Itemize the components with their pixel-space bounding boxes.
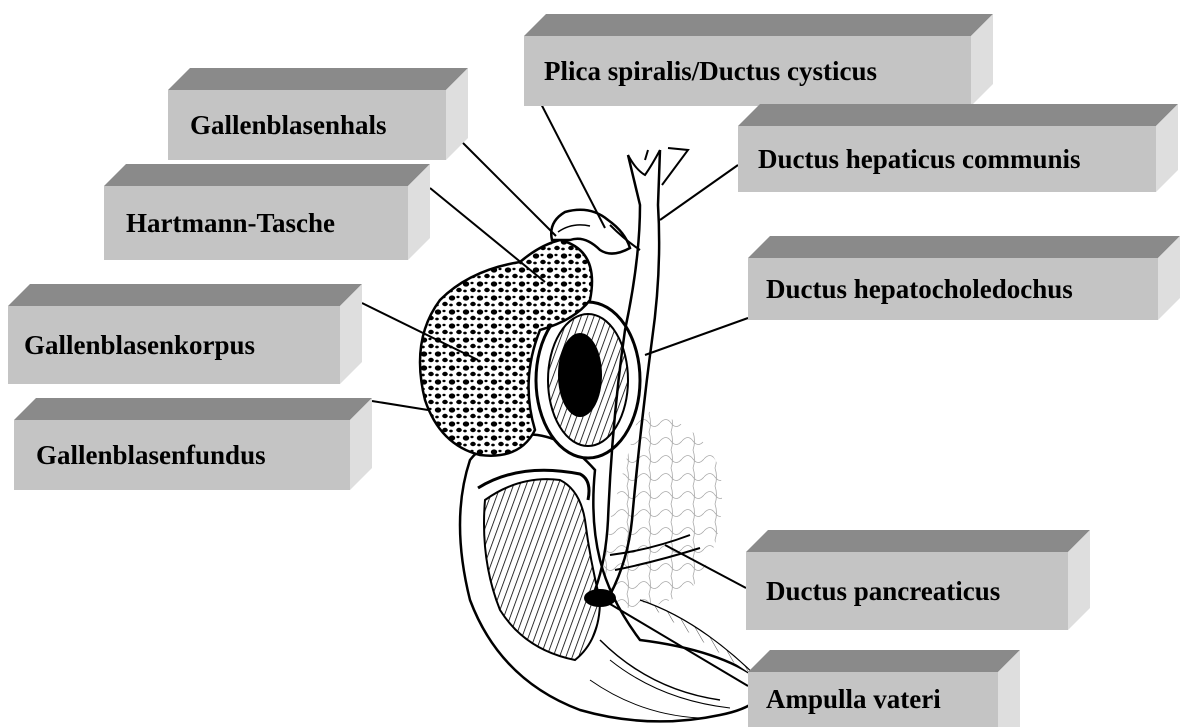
leader-fundus [372,401,428,410]
label-hartmann: Hartmann-Tasche [126,208,335,239]
label-box-ampulla: Ampulla vateri [748,650,1020,727]
leader-neck [458,138,556,236]
label-hepatochol: Ductus hepatocholedochus [766,274,1073,305]
label-hepaticus: Ductus hepaticus communis [758,144,1081,175]
label-corpus: Gallenblasenkorpus [24,330,255,361]
label-box-fundus: Gallenblasenfundus [14,398,372,490]
label-box-hepatochol: Ductus hepatocholedochus [748,236,1180,320]
leader-hepatochol [645,318,748,355]
leader-hartmann [430,188,545,282]
label-ampulla: Ampulla vateri [766,684,941,715]
label-box-neck: Gallenblasenhals [168,68,468,160]
label-pancreaticus: Ductus pancreaticus [766,576,1000,607]
label-box-hepaticus: Ductus hepaticus communis [738,104,1178,192]
label-fundus: Gallenblasenfundus [36,440,266,471]
label-box-hartmann: Hartmann-Tasche [104,164,430,260]
label-box-plica: Plica spiralis/Ductus cysticus [524,14,993,106]
label-box-pancreaticus: Ductus pancreaticus [746,530,1090,630]
label-neck: Gallenblasenhals [190,110,387,141]
leader-plica [537,96,605,228]
label-box-corpus: Gallenblasenkorpus [8,284,362,384]
label-plica: Plica spiralis/Ductus cysticus [544,56,877,87]
